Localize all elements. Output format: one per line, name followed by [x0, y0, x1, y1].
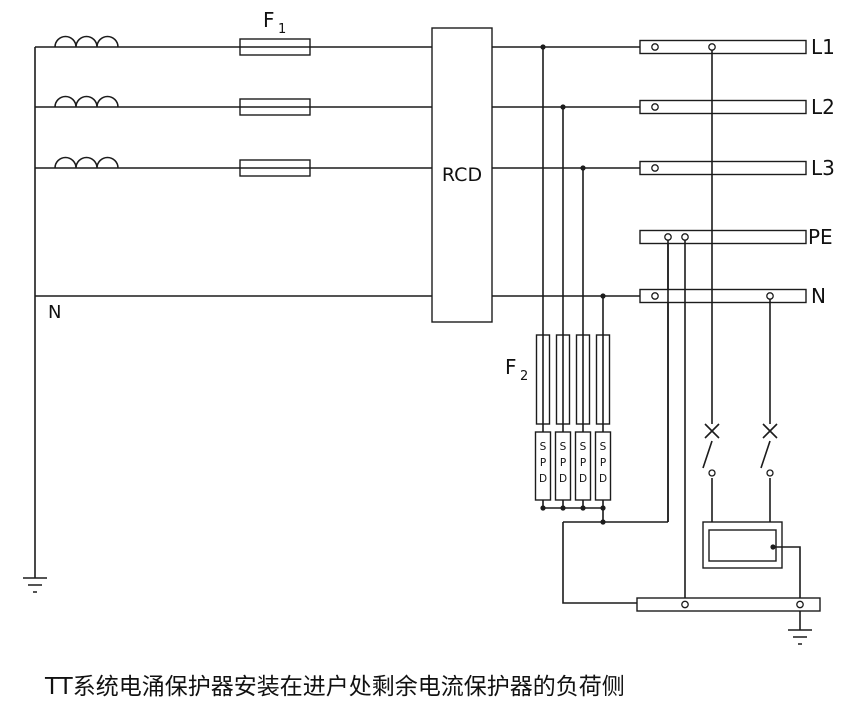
spd-unit-1: S P D — [534, 431, 552, 501]
bus-label-n: N — [811, 284, 826, 308]
spd-branch: F 2 S P D S P D S P D S P D — [505, 47, 669, 604]
busbar-l3 — [639, 160, 807, 176]
bus-label-l2: L2 — [811, 95, 835, 119]
ground-right-icon — [788, 629, 812, 645]
spark-gap-x-icon — [704, 423, 720, 439]
spd-unit-2: S P D — [554, 431, 572, 501]
winding-coil-icon-l2 — [54, 95, 119, 108]
spd-unit-4: S P D — [594, 431, 612, 501]
spd-letter-p: P — [560, 457, 566, 469]
earth-connections — [667, 50, 812, 645]
switch-blade — [702, 440, 713, 469]
fuse-f1-symbol-l2 — [239, 98, 311, 116]
spd-unit-3: S P D — [574, 431, 592, 501]
neutral-source-label: N — [48, 302, 61, 323]
rcd-box — [431, 27, 493, 323]
fuse-f1-label: F — [263, 8, 275, 32]
winding-coil-icon-l1 — [54, 35, 119, 48]
fuse-f2-symbol-3 — [575, 334, 591, 425]
bus-label-pe: PE — [808, 225, 833, 249]
earthing-bar — [636, 597, 821, 612]
ground-left-icon — [23, 577, 47, 593]
electrode-box — [702, 521, 783, 569]
box-to-earthbar-wire — [773, 546, 801, 598]
fuse-f2-label: F — [505, 355, 517, 379]
fuse-f1-label-sub: 1 — [278, 22, 286, 37]
busbar-l1 — [639, 39, 807, 55]
busbars — [636, 39, 821, 612]
spd-letter-d: D — [599, 473, 607, 485]
fuse-f2-symbol-4 — [595, 334, 611, 425]
spd-box — [594, 431, 612, 501]
switch-1 — [702, 423, 720, 522]
fuse-f1-symbol-l1 — [239, 38, 311, 56]
rcd-group: RCD — [431, 27, 493, 323]
switch-blade — [760, 440, 771, 469]
spd-box — [534, 431, 552, 501]
spark-gap-x-icon — [762, 423, 778, 439]
spd-letter-s: S — [600, 441, 607, 453]
spd-box — [574, 431, 592, 501]
spd-letter-p: P — [600, 457, 606, 469]
spd-letter-d: D — [559, 473, 567, 485]
rcd-label: RCD — [442, 164, 482, 186]
busbar-pe — [639, 229, 807, 245]
switch-2 — [760, 423, 778, 522]
spd-letter-d: D — [539, 473, 547, 485]
spd-letter-s: S — [580, 441, 587, 453]
fuse-f1-symbol-l3 — [239, 159, 311, 177]
spd-letter-d: D — [579, 473, 587, 485]
bus-label-l3: L3 — [811, 156, 835, 180]
supply-wires — [23, 35, 640, 593]
spd-letter-p: P — [580, 457, 586, 469]
spd-letter-p: P — [540, 457, 546, 469]
spd-letter-s: S — [560, 441, 567, 453]
fuse-f2-symbol-1 — [535, 334, 551, 425]
fuse-f2-symbol-2 — [555, 334, 571, 425]
spd-letter-s: S — [540, 441, 547, 453]
spd-box — [554, 431, 572, 501]
bus-label-l1: L1 — [811, 35, 835, 59]
terminal-nodes — [651, 43, 804, 609]
fuse-f2-label-sub: 2 — [520, 369, 528, 384]
winding-coil-icon-l3 — [54, 156, 119, 169]
busbar-l2 — [639, 99, 807, 115]
fuse-f1-group: F 1 — [239, 8, 311, 177]
electrode-box-inner — [708, 529, 777, 562]
diagram-caption: TT系统电涌保护器安装在进户处剩余电流保护器的负荷侧 — [44, 674, 625, 700]
spd-earth-bus — [543, 240, 669, 604]
junction-dots — [540, 44, 776, 550]
busbar-n — [639, 288, 807, 304]
